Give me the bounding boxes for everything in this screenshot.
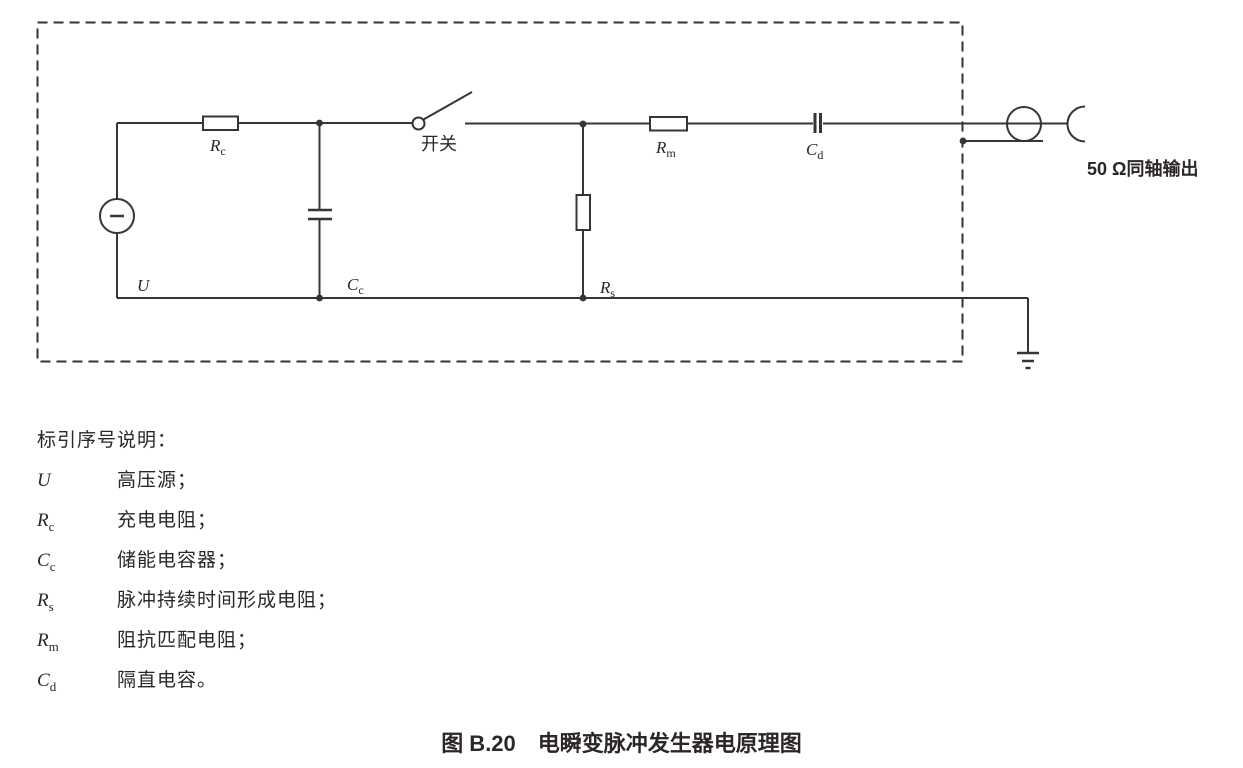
rm-label: Rm bbox=[655, 138, 676, 160]
figure-caption: 图 B.20 电瞬变脉冲发生器电原理图 bbox=[0, 726, 1243, 758]
voltage-source-symbol bbox=[99, 198, 135, 234]
source-circle bbox=[99, 198, 135, 234]
resistor-rc bbox=[202, 115, 239, 131]
coax-output-label: 50 Ω同轴输出 bbox=[1087, 158, 1198, 179]
switch-label: 开关 bbox=[421, 134, 457, 154]
legend-symbol-main: U bbox=[37, 470, 51, 491]
cc-label: Cc bbox=[347, 275, 364, 297]
junction-dots bbox=[316, 119, 967, 302]
source-label: U bbox=[137, 276, 151, 295]
legend-symbol-main: C bbox=[37, 550, 50, 571]
node-cc-top bbox=[316, 119, 323, 127]
legend-desc-u: 高压源； bbox=[117, 470, 198, 491]
cd-label-sub: d bbox=[817, 148, 823, 162]
rc-label-main: R bbox=[209, 136, 221, 155]
legend-symbol-sub: d bbox=[49, 678, 57, 694]
legend-row-rm: Rm 阻抗匹配电阻； bbox=[37, 629, 337, 654]
resistor-rs bbox=[575, 194, 591, 231]
legend-desc-cc: 储能电容器； bbox=[117, 550, 238, 571]
rs-label-main: R bbox=[599, 278, 611, 297]
legend-symbol-cc: Cc bbox=[37, 549, 117, 574]
legend-symbol-main: R bbox=[37, 630, 49, 651]
coax-socket-arc bbox=[1066, 105, 1086, 143]
cc-label-main: C bbox=[347, 275, 359, 294]
legend-symbol-rs: Rs bbox=[37, 589, 117, 614]
coax-output-symbol bbox=[1006, 105, 1086, 143]
legend-section: 标引序号说明： U 高压源； Rc 充电电阻； Cc 储能电容器； Rs 脉冲持… bbox=[37, 429, 338, 694]
circuit-schematic: U Rc Cc 开关 Rs Rm Cd 50 Ω同轴输出 bbox=[36, 21, 1198, 370]
ground-icon bbox=[1017, 351, 1039, 370]
legend-desc-cd: 隔直电容。 bbox=[117, 670, 218, 691]
legend-symbol-sub: c bbox=[48, 518, 55, 534]
legend-symbol-sub: c bbox=[49, 558, 56, 574]
legend-heading: 标引序号说明： bbox=[37, 430, 178, 451]
node-cc-bottom bbox=[316, 294, 323, 302]
coax-connector-circle bbox=[1006, 106, 1042, 142]
legend-row-u: U 高压源； bbox=[37, 469, 337, 492]
legend-desc-rm: 阻抗匹配电阻； bbox=[117, 630, 258, 651]
legend-symbol-main: C bbox=[37, 670, 50, 691]
rm-label-sub: m bbox=[666, 146, 676, 160]
legend-desc-rs: 脉冲持续时间形成电阻； bbox=[117, 590, 338, 611]
resistor-rm bbox=[649, 116, 688, 132]
legend-symbol-sub: s bbox=[48, 598, 54, 614]
generator-boundary-dashed-box bbox=[36, 21, 964, 363]
legend-symbol-main: R bbox=[37, 510, 49, 531]
legend-symbol-rc: Rc bbox=[37, 509, 117, 534]
legend-row-rc: Rc 充电电阻； bbox=[37, 509, 337, 534]
node-shield bbox=[959, 137, 967, 145]
cd-label-main: C bbox=[806, 140, 818, 159]
cc-label-sub: c bbox=[358, 283, 363, 297]
switch-contact-circle bbox=[411, 116, 426, 131]
legend-desc-rc: 充电电阻； bbox=[117, 510, 218, 531]
capacitor-cc bbox=[308, 208, 332, 221]
legend-symbol-rm: Rm bbox=[37, 629, 117, 654]
rc-label-sub: c bbox=[220, 144, 225, 158]
node-rs-top bbox=[579, 120, 587, 128]
legend-row-cd: Cd 隔直电容。 bbox=[37, 669, 337, 694]
switch-blade bbox=[423, 91, 473, 121]
cd-label: Cd bbox=[806, 140, 823, 162]
rs-label-sub: s bbox=[610, 286, 615, 300]
legend-row-cc: Cc 储能电容器； bbox=[37, 549, 337, 574]
legend-symbol-main: R bbox=[37, 590, 49, 611]
legend-symbol-u: U bbox=[37, 469, 117, 492]
switch-symbol bbox=[411, 91, 473, 131]
legend-row-rs: Rs 脉冲持续时间形成电阻； bbox=[37, 589, 338, 614]
capacitor-cd bbox=[813, 113, 822, 133]
legend-symbol-cd: Cd bbox=[37, 669, 117, 694]
legend-symbol-sub: m bbox=[48, 638, 59, 654]
rm-label-main: R bbox=[655, 138, 667, 157]
node-rs-bottom bbox=[579, 294, 587, 302]
rs-label: Rs bbox=[599, 278, 615, 300]
rc-label: Rc bbox=[209, 136, 226, 158]
figure-number: 图 B.20 bbox=[441, 731, 516, 756]
figure-title: 电瞬变脉冲发生器电原理图 bbox=[537, 731, 802, 756]
wires bbox=[116, 122, 1068, 353]
